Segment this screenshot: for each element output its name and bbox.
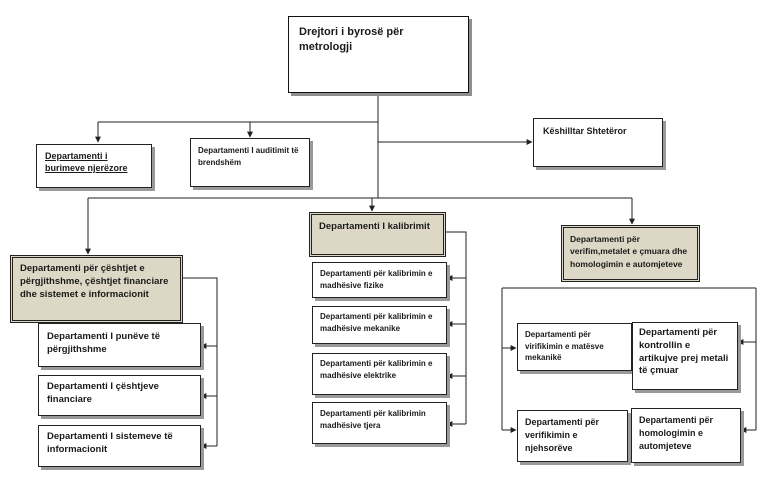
calibration-dept-label: Departamenti I kalibrimit [319, 221, 430, 232]
finance-unit-label: Departamenti I sistemeve të informacioni… [47, 431, 173, 455]
verification-unit-label: Departamenti për virifikimin e matësve m… [525, 330, 604, 363]
verification-unit-box: Departamenti për kontrollin e artikujve … [632, 322, 738, 390]
verification-unit-label: Departamenti për verifikimin e njehsorëv… [525, 417, 600, 454]
calibration-unit-label: Departamenti për kalibrimin e madhësive … [320, 269, 433, 291]
root-box: Drejtori i byrosë për metrologji [288, 16, 469, 93]
root-label: Drejtori i byrosë për metrologji [299, 26, 404, 53]
verification-dept-box: Departamenti për verifim,metalet e çmuar… [561, 225, 700, 282]
finance-unit-box: Departamenti I sistemeve të informacioni… [38, 425, 201, 467]
calibration-unit-box: Departamenti për kalibrimin e madhësive … [312, 262, 447, 298]
finance-unit-label: Departamenti I punëve të përgjithshme [47, 331, 160, 355]
verification-unit-label: Departamenti për kontrollin e artikujve … [639, 327, 729, 377]
verification-dept-label: Departamenti për verifim,metalet e çmuar… [570, 234, 688, 269]
finance-unit-label: Departamenti I çështjeve financiare [47, 381, 159, 405]
calibration-dept-box: Departamenti I kalibrimit [309, 212, 446, 257]
calibration-unit-box: Departamenti për kalibrimin madhësive tj… [312, 402, 447, 444]
connector-calibration-spine [446, 231, 467, 424]
calibration-unit-box: Departamenti për kalibrimin e madhësive … [312, 306, 447, 344]
hr-label: Departamenti i burimeve njerëzore [45, 151, 128, 174]
verification-unit-box: Departamenti për verifikimin e njehsorëv… [517, 410, 628, 462]
council-label: Këshilltar Shtetëror [543, 126, 627, 136]
calibration-unit-label: Departamenti për kalibrimin madhësive tj… [320, 409, 426, 431]
council-box: Këshilltar Shtetëror [533, 118, 663, 167]
finance-unit-box: Departamenti I çështjeve financiare [38, 375, 201, 416]
verification-unit-box: Departamenti për homologimin e automjete… [631, 408, 741, 463]
finance-unit-box: Departamenti I punëve të përgjithshme [38, 323, 201, 367]
calibration-unit-label: Departamenti për kalibrimin e madhësive … [320, 359, 433, 381]
connector-finance-spine [183, 277, 218, 446]
verification-unit-box: Departamenti për virifikimin e matësve m… [517, 323, 632, 371]
audit-box: Departamenti I auditimit të brendshëm [190, 138, 310, 187]
finance-dept-box: Departamenti për çështjet e përgjithshme… [10, 255, 183, 323]
verification-unit-label: Departamenti për homologimin e automjete… [639, 415, 714, 452]
calibration-unit-label: Departamenti për kalibrimin e madhësive … [320, 312, 433, 334]
calibration-unit-box: Departamenti për kalibrimin e madhësive … [312, 353, 447, 395]
hr-box: Departamenti i burimeve njerëzore [36, 144, 152, 188]
finance-dept-label: Departamenti për çështjet e përgjithshme… [20, 263, 169, 300]
audit-label: Departamenti I auditimit të brendshëm [198, 146, 299, 167]
